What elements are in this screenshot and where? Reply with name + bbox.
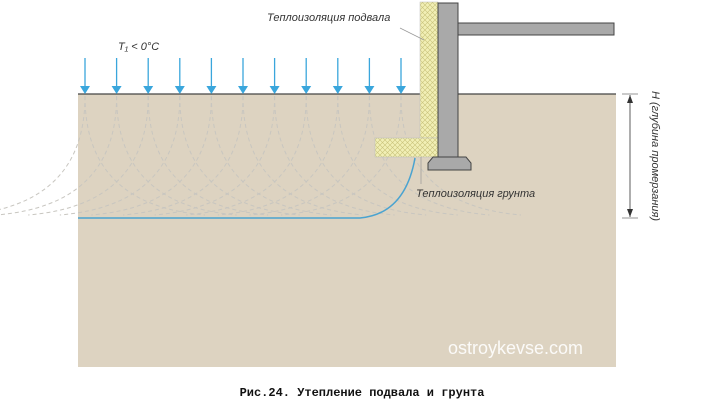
frost-arc (337, 95, 458, 216)
frost-arc (122, 95, 244, 216)
cold-arrows (80, 58, 406, 94)
frost-arc (0, 95, 118, 216)
frost-arc (0, 95, 86, 210)
arrow-head (174, 86, 185, 94)
footing (427, 156, 472, 171)
depth-label: H (глубина промерзания) (649, 90, 661, 222)
frost-line (78, 157, 416, 219)
watermark: ostroykevse.com (448, 338, 584, 358)
figure-caption: Рис.24. Утепление подвала и грунта (239, 386, 485, 400)
arrow-head (111, 86, 122, 94)
frost-arc (186, 95, 307, 216)
frost-arc (28, 95, 149, 216)
floor-slab (457, 22, 615, 36)
leader-basement (399, 27, 425, 41)
frost-arc (274, 95, 395, 216)
frost-arc (84, 95, 206, 216)
frost-arc (210, 95, 332, 216)
arrow-head (238, 86, 248, 94)
frost-arc (305, 95, 427, 216)
arrow-head (396, 86, 406, 94)
temperature-label: T₁ < 0°C (118, 41, 160, 53)
frost-arc (400, 95, 522, 216)
frost-arc (249, 95, 370, 216)
frost-arc (217, 95, 339, 216)
frost-arc (116, 95, 237, 216)
arrow-head (269, 86, 280, 94)
basement-insulation-label: Теплоизоляция подвала (267, 12, 391, 24)
frost-arc (242, 95, 364, 216)
frost-arc (59, 95, 181, 216)
basement-insulation (419, 1, 439, 139)
arrow-head (364, 86, 375, 94)
foundation-wall (437, 2, 459, 158)
arrow-head (206, 86, 217, 94)
arrow-head (301, 86, 312, 94)
frost-arc (280, 95, 402, 216)
soil (78, 94, 616, 367)
ground-insulation (374, 137, 439, 158)
arrow-head (143, 86, 154, 94)
frost-arc (368, 95, 490, 216)
frost-arc (179, 95, 300, 216)
frost-arc (147, 95, 269, 216)
ground-insulation-label: Теплоизоляция грунта (416, 188, 536, 200)
arrow-head (80, 86, 90, 94)
frost-arc (91, 95, 212, 216)
arrow-head (332, 86, 343, 94)
frost-arcs (0, 95, 522, 216)
frost-arc (154, 95, 276, 216)
